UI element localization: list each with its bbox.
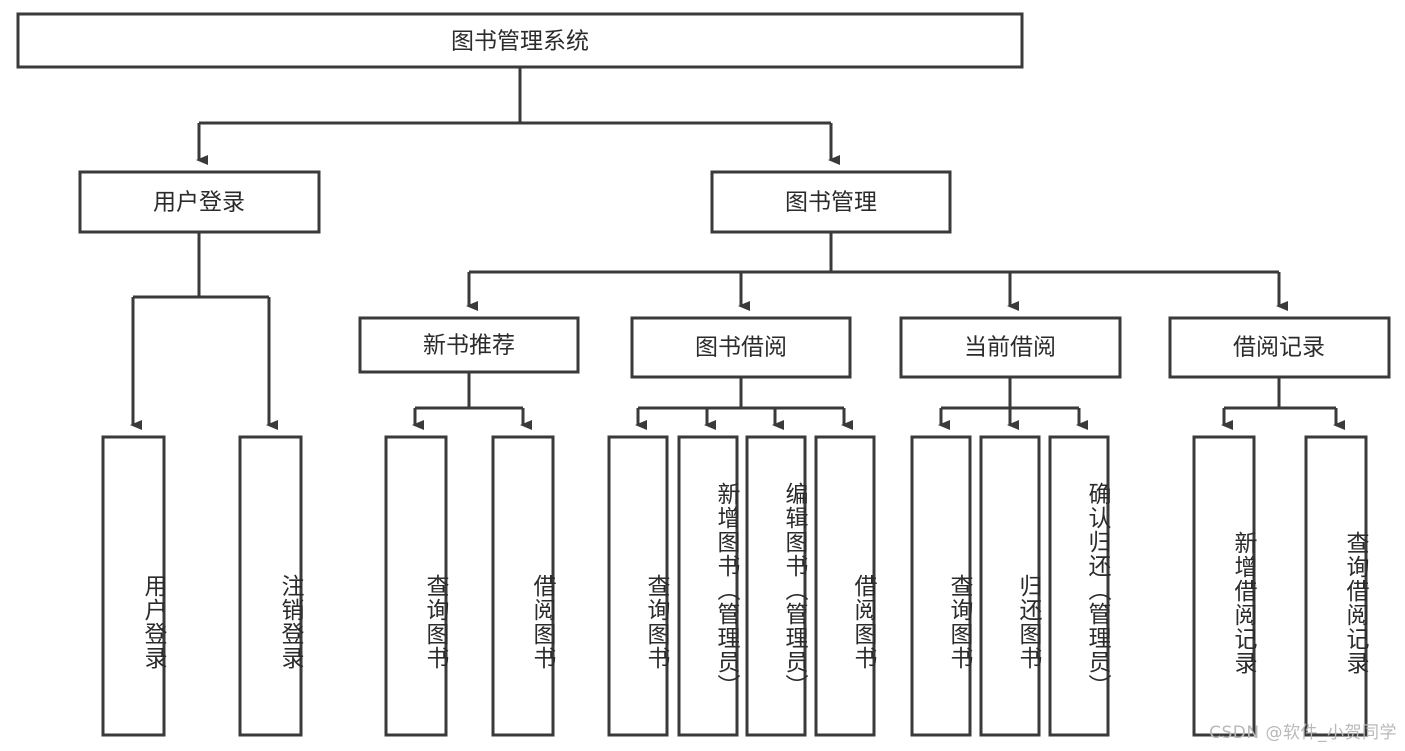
connector-group-root [196,67,840,165]
leaf-box-borrow-book-1[interactable] [491,435,555,737]
leaf-box-user-login[interactable] [101,435,166,737]
connector-group-current-borrow [938,377,1088,430]
node-new-book-recommend[interactable]: 新书推荐 [358,316,580,374]
node-book-manage-box [710,170,952,234]
node-user-login[interactable]: 用户登录 [78,170,321,234]
node-borrow-record[interactable]: 借阅记录 [1168,316,1391,379]
node-book-borrow-box [630,316,852,379]
leaf-box-user-logout[interactable] [238,435,303,737]
leaf-box-confirm-return[interactable] [1048,435,1110,737]
leaf-box-borrow-book-2[interactable] [814,435,876,737]
connector-group-new-book-recommend [412,372,532,430]
node-book-borrow-label: 图书借阅 [695,335,787,361]
leaf-box-add-borrow-record[interactable] [1192,435,1256,737]
node-root-system[interactable]: 图书管理系统 [16,12,1024,69]
connector-group-book-borrow [635,377,853,430]
node-borrow-record-box [1168,316,1391,379]
node-current-borrow-box [899,316,1122,379]
leaf-box-return-book[interactable] [979,435,1041,737]
leaf-box-query-book-1[interactable] [384,435,448,737]
node-user-login-box [78,170,321,234]
node-user-login-label: 用户登录 [153,190,245,216]
node-root-label: 图书管理系统 [451,29,589,55]
leaf-box-query-borrow-record[interactable] [1304,435,1368,737]
node-new-book-recommend-box [358,316,580,374]
node-book-borrow[interactable]: 图书借阅 [630,316,852,379]
node-borrow-record-label: 借阅记录 [1233,335,1325,361]
node-book-manage[interactable]: 图书管理 [710,170,952,234]
connector-group-book-manage [466,232,1288,311]
watermark-text: CSDN @软件_小贺同学 [1209,723,1397,743]
node-root-box [16,12,1024,69]
connector-group-user-login [130,232,278,430]
leaf-box-query-book-2[interactable] [607,435,669,737]
connector-group-borrow-record [1221,377,1345,430]
leaf-boxes [101,435,1368,737]
node-current-borrow[interactable]: 当前借阅 [899,316,1122,379]
node-current-borrow-label: 当前借阅 [964,335,1056,361]
node-book-manage-label: 图书管理 [785,190,877,216]
node-new-book-recommend-label: 新书推荐 [423,333,515,359]
leaf-box-add-book[interactable] [677,435,739,737]
leaf-box-edit-book[interactable] [745,435,807,737]
leaf-box-query-book-3[interactable] [910,435,972,737]
